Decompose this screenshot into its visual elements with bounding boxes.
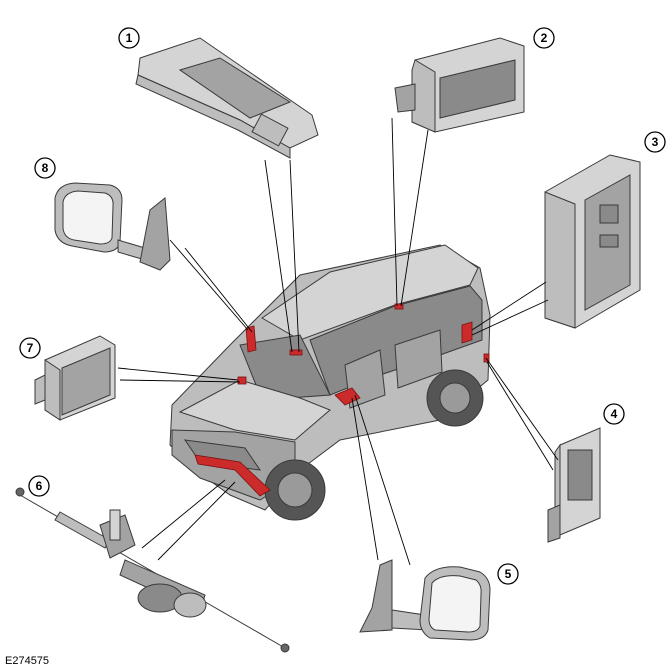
part-4-control-module — [548, 428, 600, 542]
part-7-control-module — [35, 336, 115, 420]
vehicle-illustration — [170, 245, 490, 520]
module-3-location-marker — [462, 322, 472, 343]
callout-2: 2 — [534, 28, 554, 48]
part-2-control-module — [395, 38, 524, 132]
part-5-exterior-mirror-right — [360, 560, 490, 640]
figure-id-label: E274575 — [5, 655, 49, 667]
part-6-steering-gear — [16, 488, 289, 652]
callout-6-label: 6 — [36, 479, 43, 493]
callout-4-label: 4 — [611, 407, 618, 421]
callout-4: 4 — [604, 404, 624, 424]
callout-7-label: 7 — [27, 341, 34, 355]
part-8-exterior-mirror-left — [55, 183, 170, 270]
callout-7: 7 — [20, 338, 40, 358]
callout-1-label: 1 — [126, 31, 133, 45]
part-3-body-control-module — [545, 155, 640, 328]
part-1-overhead-console — [136, 38, 318, 158]
callout-5-label: 5 — [505, 567, 512, 581]
callout-1: 1 — [119, 28, 139, 48]
module-7-location-marker — [238, 377, 246, 384]
callout-6: 6 — [29, 476, 49, 496]
callout-8: 8 — [35, 158, 55, 178]
callout-8-label: 8 — [42, 161, 49, 175]
callout-5: 5 — [498, 564, 518, 584]
module-2-location-marker — [395, 304, 403, 309]
callout-3-label: 3 — [652, 135, 659, 149]
callout-3: 3 — [645, 132, 665, 152]
callout-2-label: 2 — [541, 31, 548, 45]
